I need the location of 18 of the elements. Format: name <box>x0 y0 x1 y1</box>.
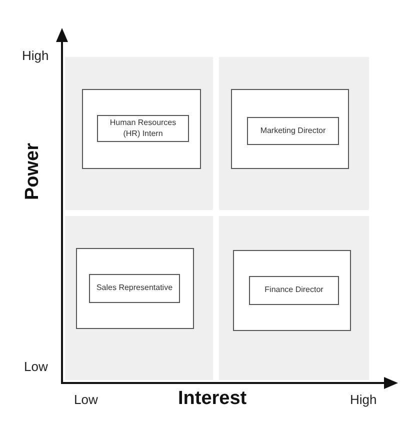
quadrant-panel <box>65 57 213 210</box>
axis-tick-label: High <box>350 392 377 407</box>
frame-box <box>82 89 201 169</box>
stakeholder-box: Sales Representative <box>89 274 180 303</box>
axis-tick-label: High <box>22 48 49 63</box>
quadrant-panel <box>65 216 213 380</box>
stakeholder-box: Marketing Director <box>247 117 339 145</box>
stakeholder-box: Human Resources (HR) Intern <box>97 115 189 142</box>
frame-box <box>231 89 349 169</box>
frame-box <box>233 250 351 331</box>
axis-title: Interest <box>178 388 247 410</box>
quadrant-panel <box>219 216 369 380</box>
axis-title: Power <box>22 142 44 200</box>
quadrant-panel <box>219 57 369 210</box>
axis-tick-label: Low <box>24 359 48 374</box>
stakeholder-box: Finance Director <box>249 276 339 305</box>
axis-tick-label: Low <box>74 392 98 407</box>
frame-box <box>76 248 194 329</box>
